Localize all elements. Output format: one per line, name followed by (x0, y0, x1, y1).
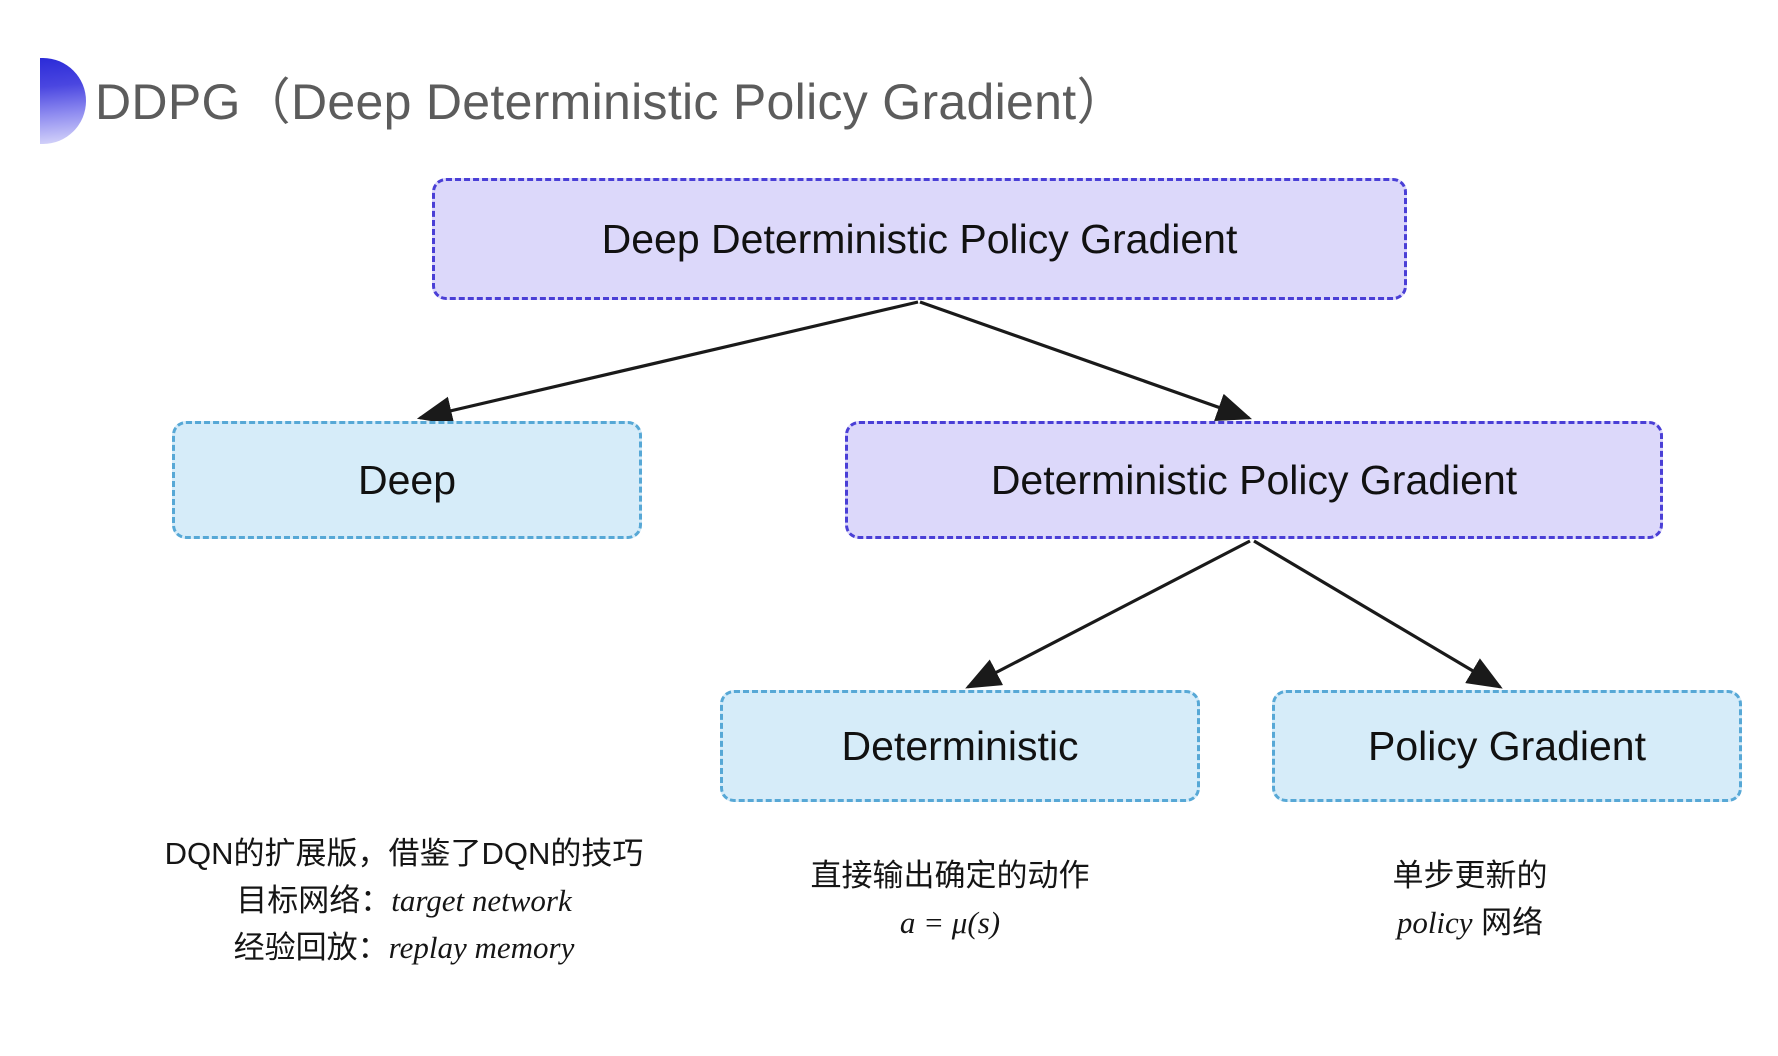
node-deterministic-policy-gradient[interactable]: Deterministic Policy Gradient (845, 421, 1663, 539)
node-root[interactable]: Deep Deterministic Policy Gradient (432, 178, 1407, 300)
annotation-deep-line1: DQN的扩展版，借鉴了DQN的技巧 (164, 836, 644, 871)
title-decoration-icon (40, 58, 86, 144)
annotation-deterministic-line1: 直接输出确定的动作 (810, 858, 1090, 893)
arrow-root-to-dpg (919, 300, 1253, 421)
annotation-policy-gradient: 单步更新的 policy 网络 (1330, 852, 1610, 946)
arrow-dpg-to-policy-gradient (1253, 539, 1503, 689)
annotation-policy-gradient-term: policy (1396, 905, 1473, 941)
node-deterministic[interactable]: Deterministic (720, 690, 1200, 802)
annotation-deep-line2-label: 目标网络： (236, 883, 392, 919)
page-title: DDPG（Deep Deterministic Policy Gradient） (95, 74, 1127, 130)
annotation-deep: DQN的扩展版，借鉴了DQN的技巧 目标网络：target network 经验… (148, 830, 660, 971)
annotation-deep-line2: 目标网络：target network (148, 877, 660, 924)
annotation-deep-line3: 经验回放：replay memory (148, 924, 660, 971)
annotation-deterministic: 直接输出确定的动作 a = μ(s) (790, 852, 1110, 946)
arrow-dpg-to-deterministic (965, 539, 1251, 689)
annotation-policy-gradient-line1: 单步更新的 (1392, 858, 1548, 893)
annotation-deep-line3-term: replay memory (388, 930, 575, 966)
annotation-deep-line2-term: target network (391, 883, 572, 919)
annotation-policy-gradient-suffix: 网络 (1472, 905, 1544, 941)
annotation-policy-gradient-line2: policy 网络 (1330, 899, 1610, 946)
annotation-deterministic-formula: a = μ(s) (899, 905, 1001, 941)
annotation-deep-line3-label: 经验回放： (233, 930, 389, 966)
arrow-root-to-deep (416, 300, 919, 425)
node-policy-gradient[interactable]: Policy Gradient (1272, 690, 1742, 802)
node-deep[interactable]: Deep (172, 421, 642, 539)
